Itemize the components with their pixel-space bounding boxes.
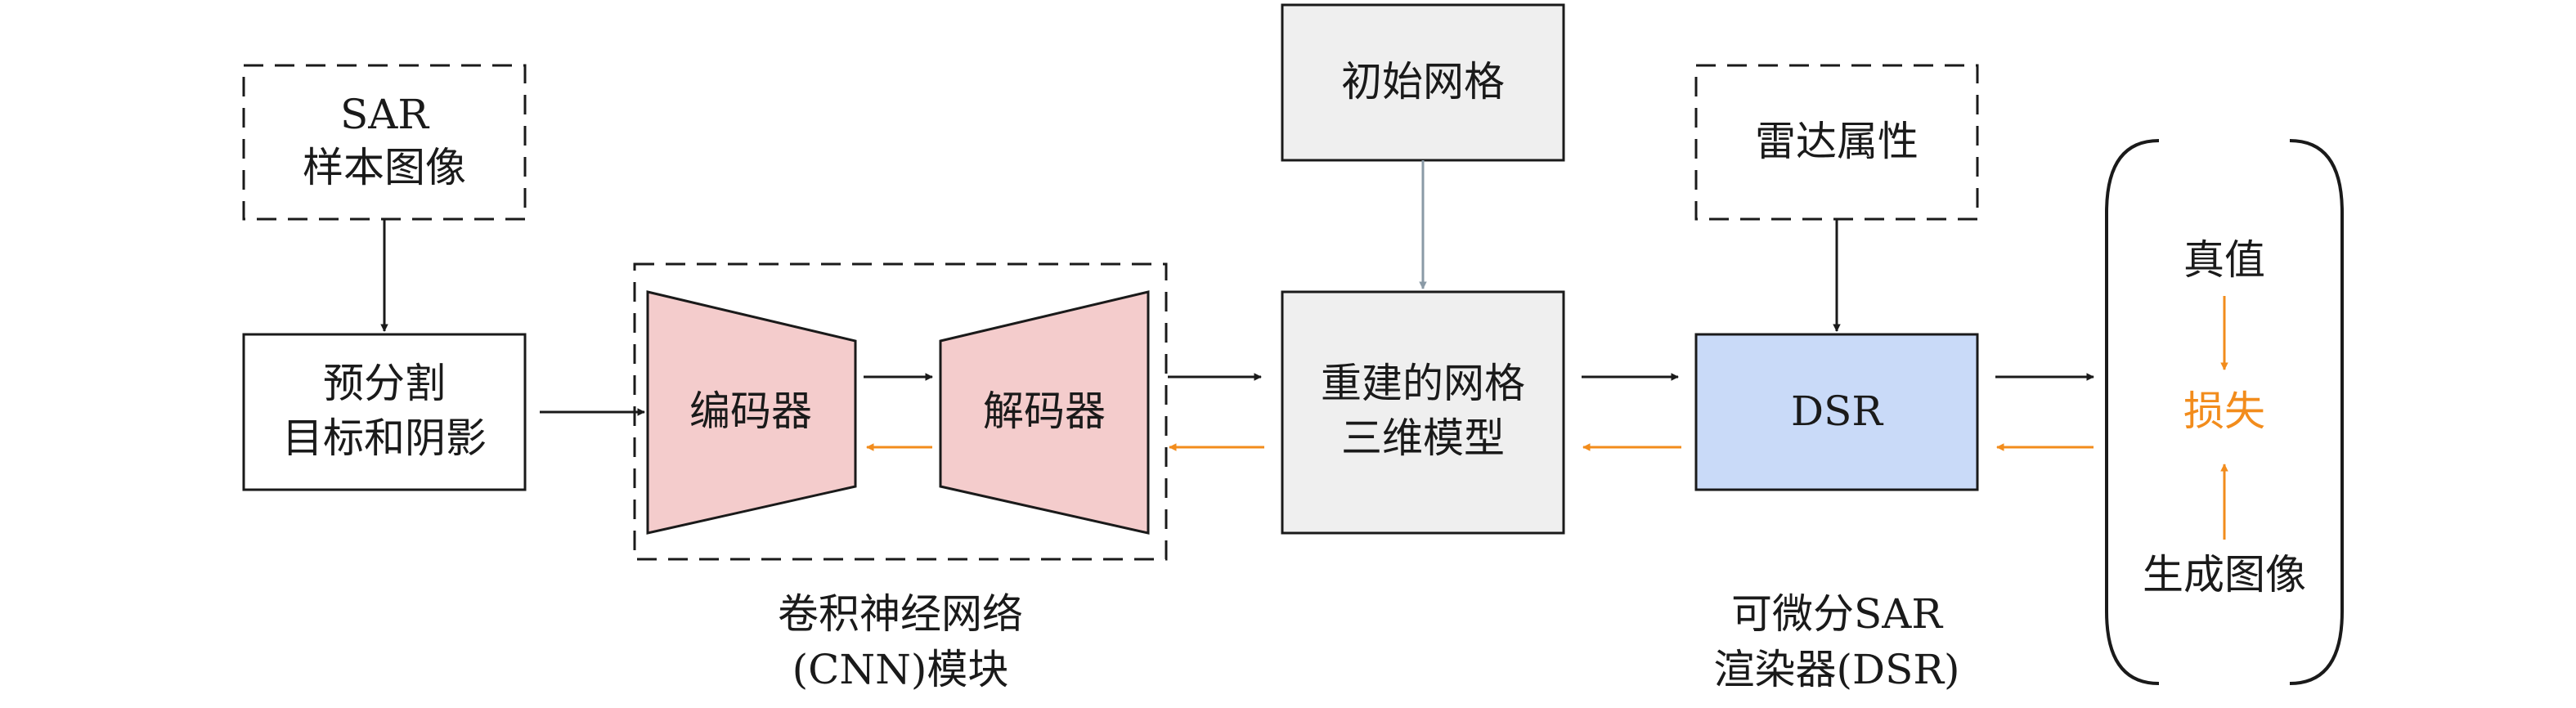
- radar-attr-node: 雷达属性: [1694, 64, 1979, 221]
- dsr-node: DSR: [1694, 333, 1979, 491]
- initial-mesh-node: 初始网格: [1281, 3, 1565, 162]
- sar-sample-node: SAR 样本图像: [242, 64, 527, 221]
- dsr-caption-line2: 渲染器(DSR): [1713, 646, 1959, 693]
- right-bracket: [2289, 139, 2344, 685]
- loss-label: 损失: [2183, 388, 2265, 435]
- encoder-node: 编码器: [646, 290, 857, 535]
- decoder-label: 解码器: [983, 388, 1106, 435]
- dsr-label: DSR: [1791, 388, 1883, 435]
- dsr-caption-line1: 可微分SAR: [1731, 590, 1943, 638]
- presegment-line2: 目标和阴影: [282, 414, 487, 462]
- decoder-shape: [939, 290, 1150, 535]
- cnn-caption-line2: (CNN)模块: [792, 646, 1009, 693]
- ground-truth-label: 真值: [2183, 236, 2265, 284]
- sar-sample-box: [242, 64, 527, 221]
- reconstructed-box: [1281, 290, 1565, 535]
- initial-mesh-label: 初始网格: [1341, 58, 1505, 105]
- generated-image-label: 生成图像: [2143, 551, 2306, 598]
- encoder-shape: [646, 290, 857, 535]
- reconstructed-line2: 三维模型: [1341, 414, 1505, 462]
- encoder-label: 编码器: [689, 388, 812, 435]
- loss-group: 真值 损失 生成图像: [2105, 139, 2344, 685]
- sar-sample-line2: 样本图像: [303, 144, 466, 191]
- presegment-node: 预分割 目标和阴影: [242, 333, 527, 491]
- reconstructed-node: 重建的网格 三维模型: [1281, 290, 1565, 535]
- decoder-node: 解码器: [939, 290, 1150, 535]
- radar-attr-label: 雷达属性: [1755, 118, 1919, 165]
- radar-attr-box: [1694, 64, 1979, 221]
- reconstructed-line1: 重建的网格: [1321, 360, 1525, 407]
- dsr-box: [1694, 333, 1979, 491]
- cnn-caption-line1: 卷积神经网络: [778, 590, 1023, 638]
- presegment-box: [242, 333, 527, 491]
- initial-mesh-box: [1281, 3, 1565, 162]
- sar-sample-line1: SAR: [340, 91, 429, 138]
- left-bracket: [2105, 139, 2160, 685]
- presegment-line1: 预分割: [323, 360, 446, 407]
